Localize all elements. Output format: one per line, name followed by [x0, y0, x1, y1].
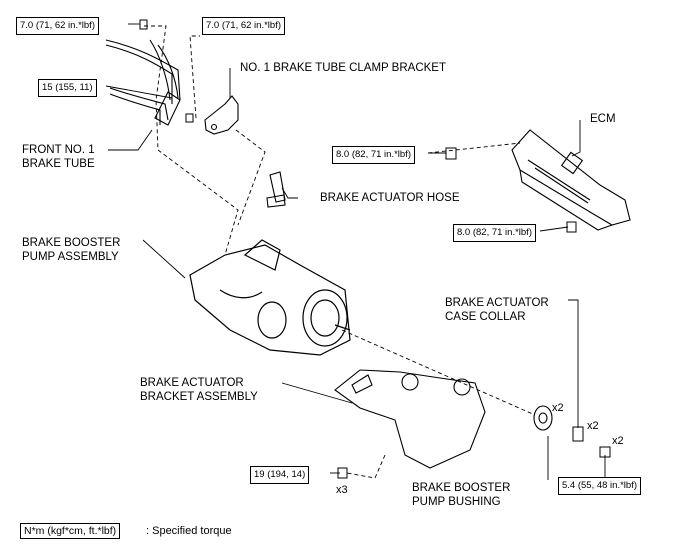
clamp-bracket	[204, 95, 239, 135]
booster-pump-body	[189, 239, 351, 356]
fasteners	[139, 19, 611, 479]
label-booster-pump: BRAKE BOOSTER PUMP ASSEMBLY	[22, 237, 121, 263]
torque-spec-tube-union: 15 (155, 11)	[38, 79, 97, 97]
label-ecm: ECM	[590, 113, 616, 125]
label-bracket-assembly: BRAKE ACTUATOR BRACKET ASSEMBLY	[140, 377, 258, 403]
torque-spec-bracket-bolts: 19 (194, 14)	[250, 466, 310, 484]
label-case-collar: BRAKE ACTUATOR CASE COLLAR	[445, 297, 549, 323]
qty-nut: x2	[612, 435, 624, 447]
legend-unit-box: N*m (kgf*cm, ft.*lbf)	[20, 523, 121, 539]
actuator-hose	[266, 171, 286, 208]
actuator-bracket	[334, 369, 486, 469]
torque-spec-collar-nut: 5.4 (55, 48 in.*lbf)	[558, 477, 641, 495]
front-brake-tube	[105, 39, 181, 126]
label-front-brake-tube: FRONT NO. 1 BRAKE TUBE	[22, 144, 95, 170]
bushing-and-collar	[533, 405, 553, 431]
torque-spec-ecm-bolt-upper: 8.0 (82, 71 in.*lbf)	[332, 146, 415, 164]
torque-spec-bracket-bolt: 7.0 (71, 62 in.*lbf)	[202, 17, 285, 35]
label-clamp-bracket: NO. 1 BRAKE TUBE CLAMP BRACKET	[240, 62, 446, 74]
leader-lines	[105, 23, 606, 480]
qty-bushing: x2	[552, 402, 564, 414]
assembly-guide-lines	[144, 25, 536, 479]
label-pump-bushing: BRAKE BOOSTER PUMP BUSHING	[412, 482, 511, 508]
qty-bracket-bolts: x3	[336, 484, 348, 496]
torque-spec-ecm-bolt-lower: 8.0 (82, 71 in.*lbf)	[453, 224, 536, 242]
label-actuator-hose: BRAKE ACTUATOR HOSE	[320, 192, 460, 204]
ecm-unit	[511, 129, 631, 231]
torque-spec-tube-bolt: 7.0 (71, 62 in.*lbf)	[16, 17, 99, 35]
qty-collar: x2	[587, 420, 599, 432]
legend-description: : Specified torque	[146, 525, 232, 537]
